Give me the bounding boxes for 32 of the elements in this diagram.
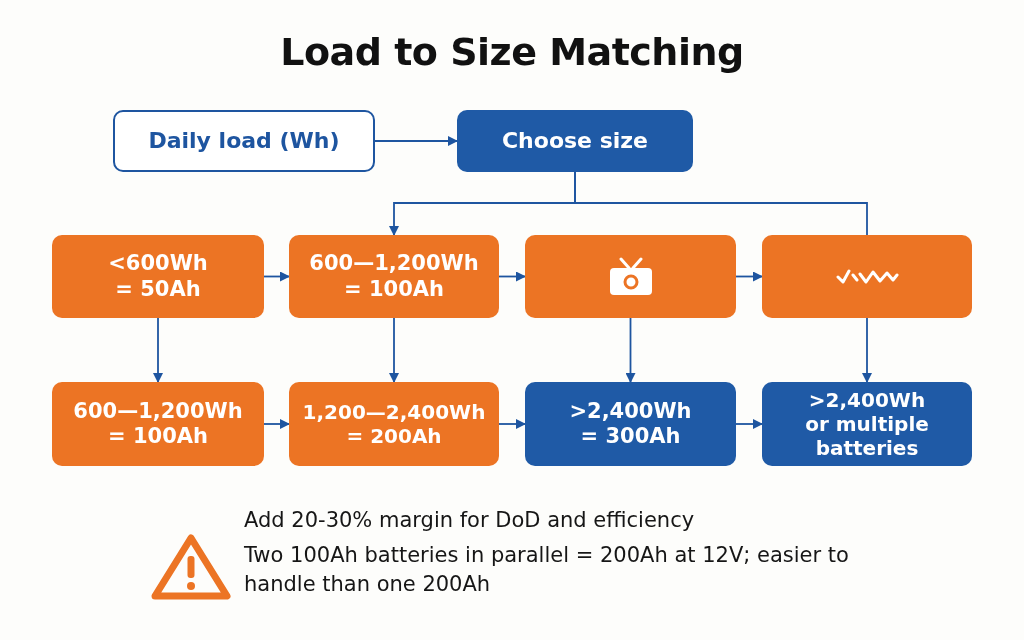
arrow: [735, 271, 763, 282]
box-label: 600—1,200Wh = 100Ah: [308, 251, 480, 302]
process-box: [457, 110, 693, 172]
title: Load to Size Matching: [279, 30, 745, 74]
process-box: [52, 382, 264, 466]
note-text: Add 20-30% margin for DoD and efficiency: [244, 507, 696, 534]
arrow: [735, 419, 763, 429]
process-box: [52, 235, 264, 318]
process-box: [525, 382, 736, 466]
process-box: [762, 235, 972, 318]
arrow: [498, 419, 526, 429]
input-box: [113, 110, 375, 172]
box-label: Choose size: [501, 127, 649, 155]
arrow: [498, 271, 526, 282]
process-box: [289, 235, 499, 318]
box-label: 1,200—2,400Wh = 200Ah: [301, 400, 487, 448]
arrow: [153, 317, 163, 383]
arrow: [374, 136, 458, 146]
note-text: Two 100Ah batteries in parallel = 200Ah at 12V; easier to handle than one 200Ah: [244, 541, 850, 598]
arrow: [389, 317, 399, 383]
box-label: 600—1,200Wh = 100Ah: [72, 398, 244, 450]
box-label: >2,400Wh = 300Ah: [568, 398, 693, 450]
box-label: >2,400Wh or multiple batteries: [804, 388, 930, 460]
arrow: [625, 317, 636, 383]
arrow: [263, 419, 290, 429]
process-box: [525, 235, 736, 318]
box-label: Daily load (Wh): [148, 127, 340, 155]
arrow: [263, 271, 290, 282]
process-box: [289, 382, 499, 466]
box-label: <600Wh = 50Ah: [107, 251, 209, 302]
arrow: [862, 317, 872, 383]
process-box: [762, 382, 972, 466]
